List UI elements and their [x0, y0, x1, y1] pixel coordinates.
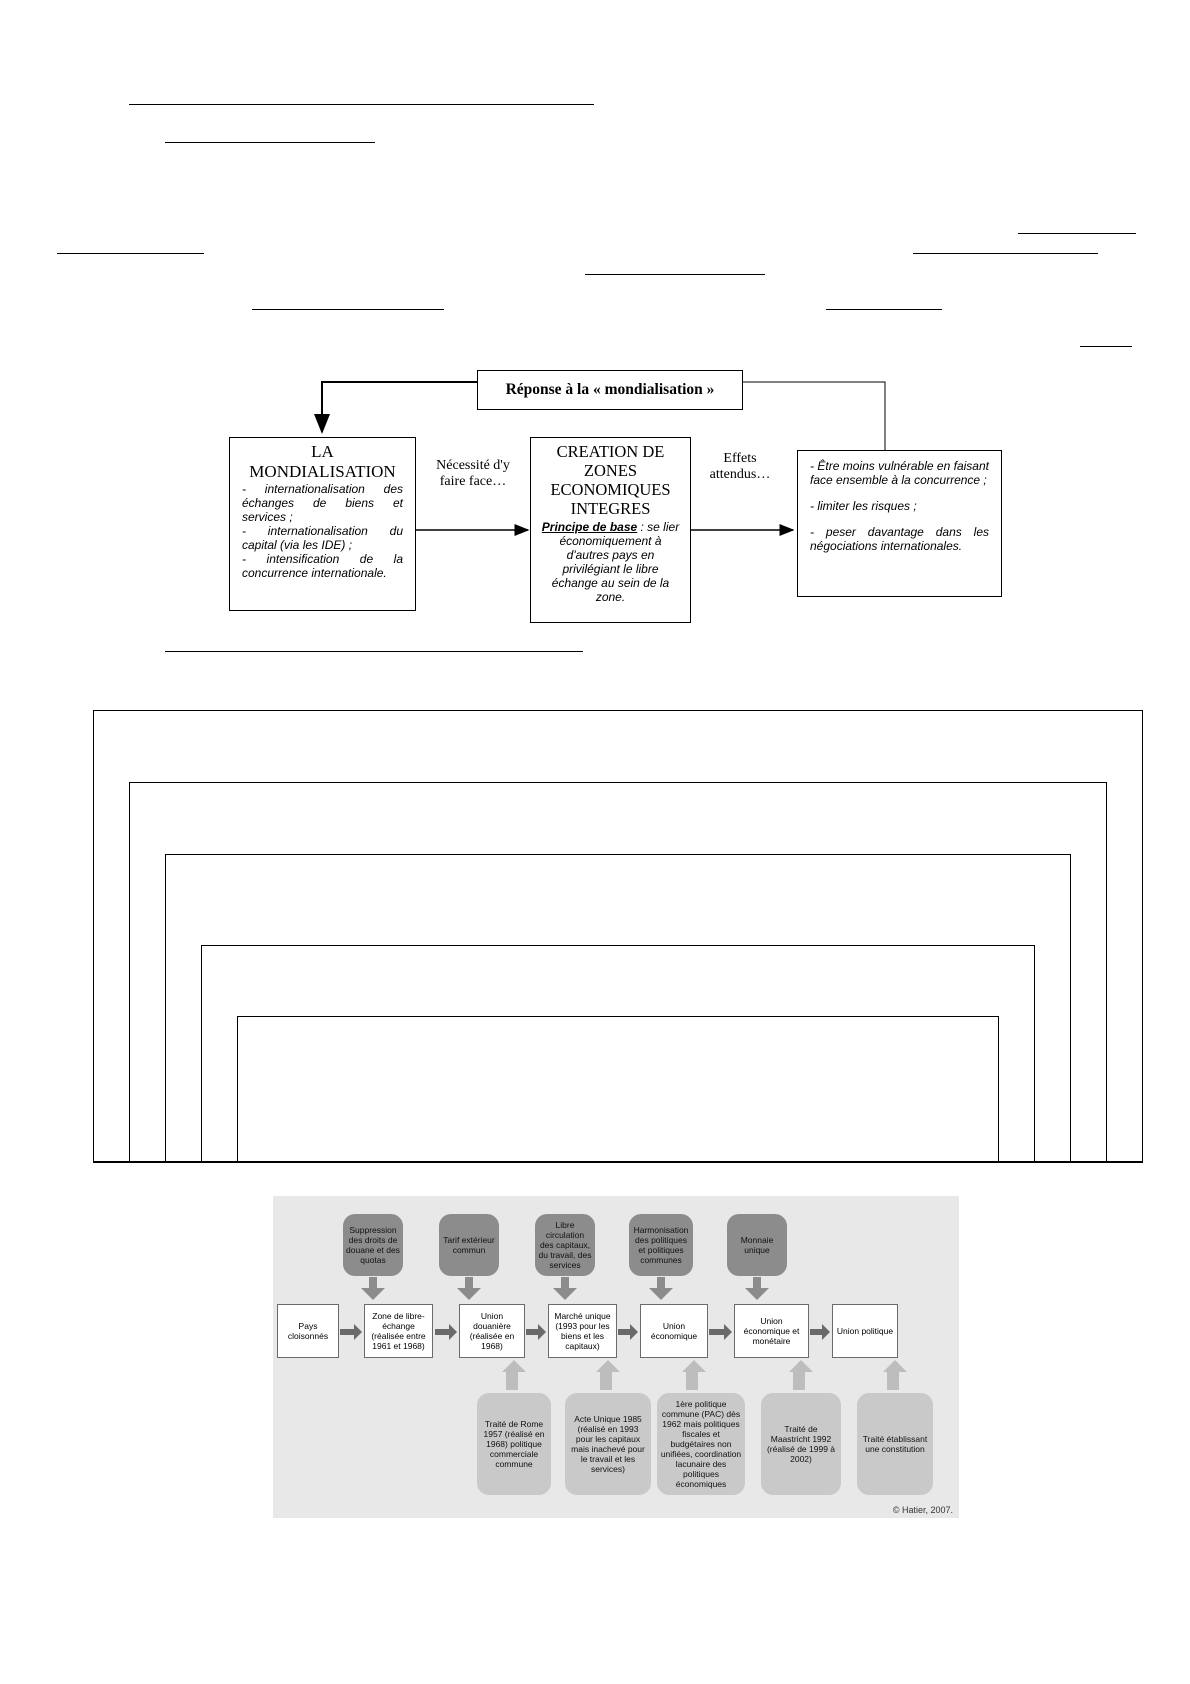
- measure-pill: Suppression des droits de douane et des …: [343, 1214, 403, 1276]
- stage-box: Pays cloisonnés: [277, 1304, 339, 1358]
- effects-box: - Être moins vulnérable en faisant face …: [797, 450, 1002, 597]
- frame-level-4[interactable]: [201, 945, 1035, 1162]
- effects-label: Effets attendus…: [709, 451, 771, 482]
- frame-level-5[interactable]: [237, 1016, 999, 1162]
- event-pill: 1ère politique commune (PAC) dès 1962 ma…: [657, 1393, 745, 1495]
- mondialisation-item: - internationalisation du capital (via l…: [242, 524, 403, 552]
- necessity-label: Nécessité d'y faire face…: [436, 458, 510, 489]
- mondialisation-box: LA MONDIALISATION - internationalisation…: [229, 437, 416, 611]
- diagram-header: Réponse à la « mondialisation »: [477, 370, 743, 410]
- stage-box: Marché unique (1993 pour les biens et le…: [548, 1304, 617, 1358]
- frames-base-line: [93, 1161, 1143, 1163]
- measure-pill: Tarif extérieur commun: [439, 1214, 499, 1276]
- principle-text: : se lier économiquement à d'autres pays…: [551, 520, 680, 604]
- effect-item: - peser davantage dans les négociations …: [810, 525, 989, 553]
- copyright: © Hatier, 2007.: [892, 1505, 953, 1515]
- frame-level-3[interactable]: [165, 854, 1071, 1162]
- stage-box: Union douanière (réalisée en 1968): [459, 1304, 525, 1358]
- schema-arrows: [340, 1277, 907, 1390]
- zones-principle: Principe de base : se lier économiquemen…: [541, 520, 680, 604]
- effect-item: - Être moins vulnérable en faisant face …: [810, 459, 989, 487]
- integration-schema: Suppression des droits de douane et des …: [273, 1196, 959, 1518]
- mondialisation-item: - internationalisation des échanges de b…: [242, 482, 403, 524]
- text-blank-4[interactable]: [913, 253, 1098, 254]
- mondialisation-item: - intensification de la concurrence inte…: [242, 552, 403, 580]
- stage-box: Union économique et monétaire: [734, 1304, 809, 1358]
- measure-pill: Harmonisation des politiques et politiqu…: [629, 1214, 693, 1276]
- text-blank-3[interactable]: [585, 274, 765, 275]
- text-blank-5[interactable]: [252, 309, 444, 310]
- diagram-connectors: [314, 381, 886, 536]
- zones-box: CREATION DE ZONES ECONOMIQUES INTEGRES P…: [530, 437, 691, 623]
- mondialisation-diagram: Réponse à la « mondialisation » LA MONDI…: [0, 0, 1190, 640]
- text-blank-2[interactable]: [57, 253, 204, 254]
- frame-level-1[interactable]: [93, 710, 1143, 1162]
- measure-pill: Monnaie unique: [727, 1214, 787, 1276]
- zones-title: CREATION DE ZONES ECONOMIQUES INTEGRES: [550, 442, 671, 518]
- diagram-header-text: Réponse à la « mondialisation »: [505, 381, 715, 398]
- stage-box: Union politique: [832, 1304, 898, 1358]
- effect-item: - limiter les risques ;: [810, 499, 917, 513]
- title-blank[interactable]: [129, 104, 594, 105]
- stage-box: Zone de libre-échange (réalisée entre 19…: [364, 1304, 433, 1358]
- event-pill: Traité établissant une constitution: [857, 1393, 933, 1495]
- principle-label: Principe de base: [541, 520, 638, 534]
- frame-level-2[interactable]: [129, 782, 1107, 1162]
- text-blank-1[interactable]: [1018, 233, 1136, 234]
- subtitle-blank-2[interactable]: [165, 651, 583, 652]
- measure-pill: Libre circulation des capitaux, du trava…: [535, 1214, 595, 1276]
- event-pill: Acte Unique 1985 (réalisé en 1993 pour l…: [565, 1393, 651, 1495]
- mondialisation-title: LA MONDIALISATION: [249, 442, 396, 481]
- text-blank-7[interactable]: [1080, 346, 1132, 347]
- event-pill: Traité de Maastricht 1992 (réalisé de 19…: [761, 1393, 841, 1495]
- event-pill: Traité de Rome 1957 (réalisé en 1968) po…: [477, 1393, 551, 1495]
- subtitle-blank-1[interactable]: [165, 142, 375, 143]
- text-blank-6[interactable]: [826, 309, 942, 310]
- stage-box: Union économique: [640, 1304, 708, 1358]
